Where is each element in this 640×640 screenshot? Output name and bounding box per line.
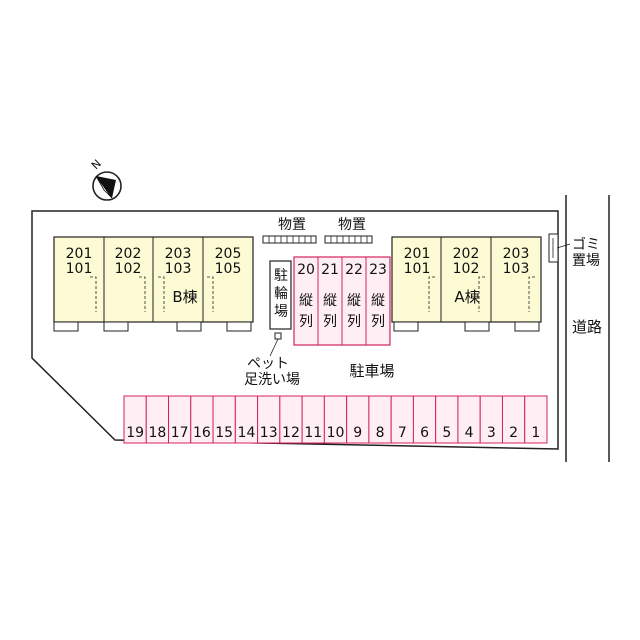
- b-unit-2-top: 202: [115, 246, 142, 262]
- parking-space-label-18: 18: [148, 425, 166, 441]
- parking-space-label-8: 8: [376, 425, 385, 441]
- bicycle-label-2: 輪: [274, 285, 288, 302]
- parking-space-label-15: 15: [215, 425, 233, 441]
- a-unit-3-top: 203: [503, 246, 530, 262]
- tandem-space-21: 21: [321, 262, 339, 278]
- a-unit-2-top: 202: [453, 246, 480, 262]
- tandem-space-23: 23: [369, 262, 387, 278]
- road-label: 道路: [572, 318, 602, 336]
- a-unit-2-bottom: 102: [453, 261, 480, 277]
- b-unit-1-bottom: 101: [66, 261, 93, 277]
- parking-space-label-19: 19: [126, 425, 144, 441]
- tandem-space-22: 22: [345, 262, 363, 278]
- a-unit-3-bottom: 103: [503, 261, 530, 277]
- building-a: 201 101 202 102 203 103 A棟: [391, 236, 542, 332]
- tandem-space-21-l1: 縦: [323, 293, 337, 309]
- parking-space-label-5: 5: [442, 425, 451, 441]
- tandem-space-22-l2: 列: [347, 314, 361, 330]
- parking-space-label-1: 1: [531, 425, 540, 441]
- site-boundary: [31, 210, 559, 450]
- tandem-parking: 20 縦 列 21 縦 列 22 縦 列 23 縦 列: [293, 256, 391, 346]
- bicycle-label-3: 場: [274, 304, 288, 320]
- tandem-space-22-l1: 縦: [347, 293, 361, 309]
- pet-label-2: 足洗い場: [244, 372, 300, 388]
- b-unit-2-bottom: 102: [115, 261, 142, 277]
- storage-left: 物置: [262, 217, 317, 244]
- pet-footwash: ペット 足洗い場: [244, 332, 300, 388]
- b-unit-4-bottom: 105: [215, 261, 242, 277]
- parking-space-label-3: 3: [487, 425, 496, 441]
- building-a-label: A棟: [454, 288, 479, 306]
- building-b: 201 101 202 102 203 103 205 105 B棟: [53, 236, 254, 332]
- bicycle-parking: 駐 輪 場: [269, 260, 292, 330]
- storage-right: 物置: [324, 217, 373, 244]
- parking-space-label-11: 11: [304, 425, 322, 441]
- storage-left-label: 物置: [278, 217, 306, 233]
- parking-label: 駐車場: [349, 362, 394, 380]
- parking-space-1: [524, 395, 548, 444]
- a-unit-1-bottom: 101: [404, 261, 431, 277]
- parking-space-label-2: 2: [509, 425, 518, 441]
- garbage-label-1: ゴミ: [572, 236, 600, 253]
- b-unit-4-top: 205: [215, 246, 242, 262]
- parking-space-label-12: 12: [282, 425, 300, 441]
- parking-space-label-6: 6: [420, 425, 429, 441]
- parking-space-label-10: 10: [327, 425, 345, 441]
- parking-space-label-13: 13: [260, 425, 278, 441]
- tandem-space-23-l2: 列: [371, 314, 385, 330]
- compass-icon: N: [89, 157, 122, 201]
- b-unit-3-top: 203: [165, 246, 192, 262]
- tandem-space-20-l1: 縦: [299, 293, 313, 309]
- parking-space-label-4: 4: [465, 425, 474, 441]
- parking-space-label-16: 16: [193, 425, 211, 441]
- parking-space-label-7: 7: [398, 425, 407, 441]
- tandem-space-21-l2: 列: [323, 314, 337, 330]
- parking-space-label-9: 9: [353, 425, 362, 441]
- tandem-space-20: 20: [297, 262, 315, 278]
- bicycle-label-1: 駐: [274, 268, 288, 284]
- b-unit-1-top: 201: [66, 246, 93, 262]
- pet-label-1: ペット: [247, 356, 289, 372]
- tandem-space-20-l2: 列: [299, 314, 313, 330]
- tandem-space-23-l1: 縦: [371, 293, 385, 309]
- b-unit-3-bottom: 103: [165, 261, 192, 277]
- parking-space-label-14: 14: [238, 425, 256, 441]
- garbage-label-2: 置場: [572, 253, 600, 269]
- storage-right-label: 物置: [338, 217, 366, 233]
- a-unit-1-top: 201: [404, 246, 431, 262]
- parking-space-label-17: 17: [171, 425, 189, 441]
- building-b-label: B棟: [172, 288, 197, 306]
- garbage-area: ゴミ 置場: [548, 233, 600, 269]
- compass-north-label: N: [89, 157, 104, 172]
